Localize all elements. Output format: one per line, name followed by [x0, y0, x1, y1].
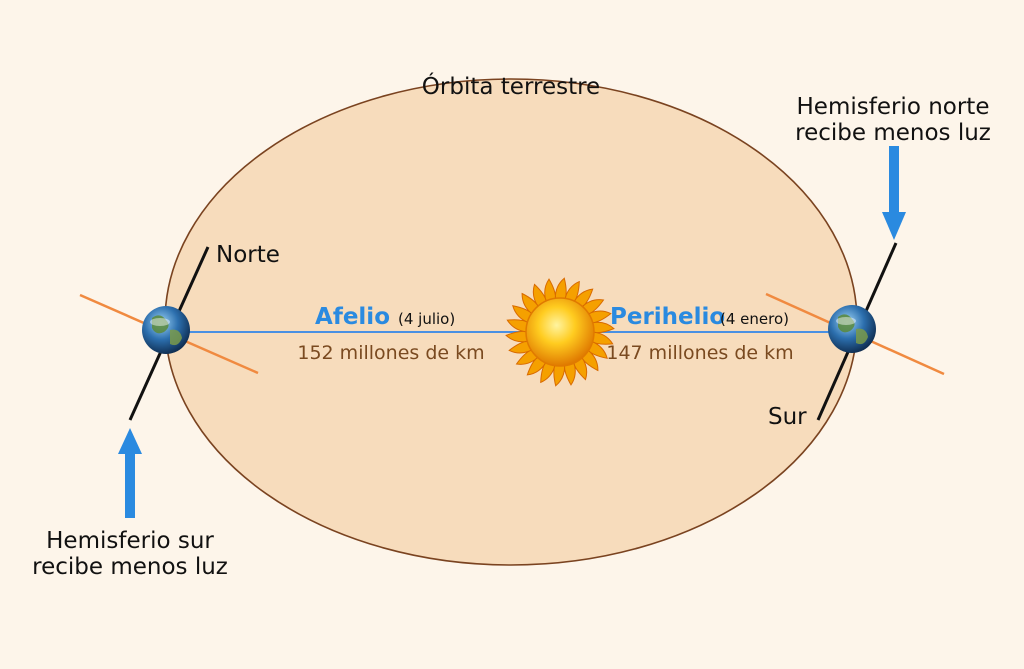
north-hemisphere-note-line1: Hemisferio norte: [797, 94, 990, 120]
south-hemisphere-note-line1: Hemisferio sur: [46, 528, 214, 554]
sun-core: [525, 297, 595, 367]
arrow-up-icon: [118, 428, 142, 518]
south-hemisphere-note-line2: recibe menos luz: [32, 554, 228, 580]
south-label: Sur: [768, 404, 807, 430]
earth-globe-icon: [828, 305, 876, 353]
perihelion-date: (4 enero): [720, 310, 789, 328]
sun-icon: [505, 277, 615, 387]
north-label: Norte: [216, 242, 280, 268]
arrow-down-icon: [882, 146, 906, 240]
aphelion-date: (4 julio): [398, 310, 455, 328]
perihelion-name: Perihelio: [610, 304, 725, 330]
svg-text:Afelio: Afelio: [315, 304, 390, 330]
orbit-label: Órbita terrestre: [422, 72, 600, 100]
aphelion-name: Afelio: [315, 304, 390, 330]
earth-globe-icon: [142, 306, 190, 354]
perihelion-distance: 147 millones de km: [606, 342, 793, 364]
north-hemisphere-note-line2: recibe menos luz: [795, 120, 991, 146]
aphelion-distance: 152 millones de km: [297, 342, 484, 364]
